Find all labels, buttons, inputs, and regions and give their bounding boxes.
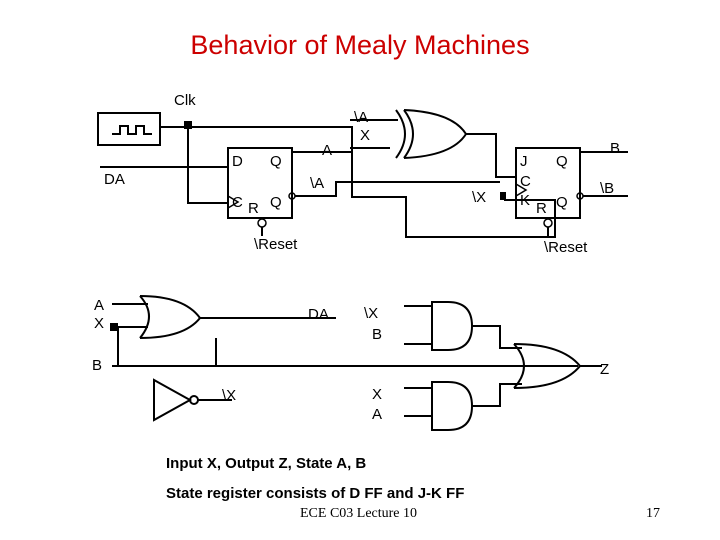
b-input-label: B [92, 357, 103, 374]
jk-k-label: K [520, 192, 531, 209]
dff-out-nota-label: \A [310, 175, 325, 192]
d-flip-flop [227, 147, 353, 236]
jk-out-notb-label: \B [600, 180, 615, 197]
footer-page-number: 17 [646, 506, 660, 521]
b-input [112, 327, 578, 367]
jk-j-label: J [520, 153, 528, 170]
or-in-x-label: X [94, 315, 105, 332]
inverter-out-label: \X [222, 387, 237, 404]
or-in-a-label: A [94, 297, 105, 314]
xor-in-x-label: X [360, 127, 371, 144]
page-title: Behavior of Mealy Machines [190, 30, 530, 60]
jk-out-b-label: B [610, 140, 621, 157]
jk-c-label: C [520, 173, 531, 190]
and-gate-2 [404, 381, 522, 431]
dff-reset-label: \Reset [254, 236, 298, 253]
and2-in-x-label: X [372, 386, 383, 403]
clock-source [97, 112, 161, 146]
output-or-gate [513, 343, 602, 389]
jk-k-in-label: \X [472, 189, 487, 206]
z-output-label: Z [600, 361, 610, 378]
dff-d-label: D [232, 153, 243, 170]
dff-out-a-label: A [322, 142, 333, 159]
jk-flip-flop [500, 147, 628, 237]
note-line-2: State register consists of D FF and J-K … [166, 485, 465, 502]
jk-r-label: R [536, 200, 547, 217]
footer-course: ECE C03 Lecture 10 [300, 506, 418, 521]
da-input-label: DA [104, 171, 125, 188]
and1-in-b-label: B [372, 326, 383, 343]
or-gate [110, 295, 336, 339]
jk-qbar-label: Q [556, 194, 568, 211]
jk-reset-label: \Reset [544, 239, 588, 256]
and1-in-x-label: \X [364, 305, 379, 322]
xor-in-a-label: \A [354, 109, 369, 126]
and-gate-1 [404, 301, 522, 351]
dff-c-label: C [232, 194, 243, 211]
xor-gate [350, 109, 516, 178]
inverter [153, 378, 232, 422]
dff-q-label: Q [270, 153, 282, 170]
note-line-1: Input X, Output Z, State A, B [166, 455, 367, 472]
dff-r-label: R [248, 200, 259, 217]
dff-qbar-label: Q [270, 194, 282, 211]
or-out-da-label: DA [308, 306, 329, 323]
clock-wires [160, 121, 556, 238]
jk-q-label: Q [556, 153, 568, 170]
and2-in-a-label: A [372, 406, 383, 423]
clk-label: Clk [174, 92, 196, 109]
